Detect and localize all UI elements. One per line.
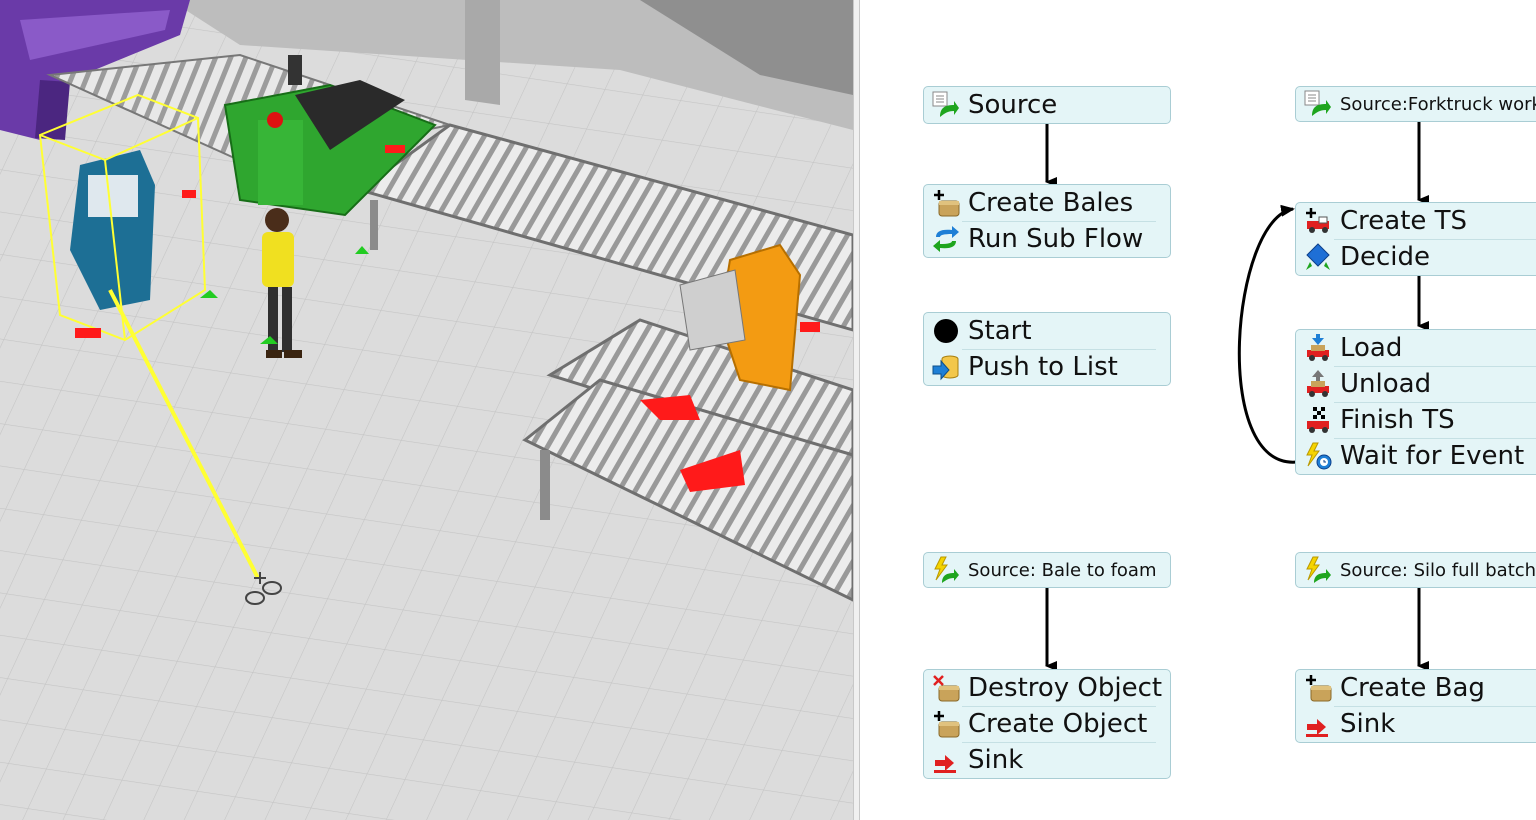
activity-label: Decide: [1340, 242, 1431, 272]
flow-block-create-ts[interactable]: Create TS Decide: [1295, 202, 1536, 276]
unload-icon: [1304, 370, 1332, 398]
create-ts-icon: [1304, 207, 1332, 235]
sink-icon: [932, 746, 960, 774]
activity-label: Source: Bale to foam: [968, 559, 1157, 581]
activity-label: Create Object: [968, 709, 1148, 739]
robot-arm[interactable]: [679, 243, 802, 392]
create-object-icon: [932, 189, 960, 217]
activity-label: Start: [968, 316, 1032, 346]
activity-label: Source:Forktruck work: [1340, 93, 1536, 115]
roof-beam: [640, 0, 853, 95]
flow-block-source-forktruck-work[interactable]: Source:Forktruck work: [1295, 86, 1536, 122]
activity-source-silo-full-batch[interactable]: Source: Silo full batch: [1296, 553, 1536, 587]
activity-sink[interactable]: Sink: [1296, 706, 1536, 742]
event-source-icon: [1304, 556, 1332, 584]
activity-source[interactable]: Source: [924, 87, 1170, 123]
3d-scene[interactable]: [0, 0, 853, 820]
activity-run-sub-flow[interactable]: Run Sub Flow: [924, 221, 1170, 257]
sink-icon: [1304, 710, 1332, 738]
load-icon: [1304, 334, 1332, 362]
source-icon: [932, 91, 960, 119]
activity-label: Destroy Object: [968, 673, 1163, 703]
activity-load[interactable]: Load: [1296, 330, 1536, 366]
activity-label: Wait for Event: [1340, 441, 1525, 471]
3d-model-view[interactable]: [0, 0, 853, 820]
connection-line: [108, 289, 260, 579]
connector-wait-loop-to-create-ts: [1237, 204, 1298, 464]
activity-label: Unload: [1340, 369, 1432, 399]
source-icon: [1304, 90, 1332, 118]
activity-label: Sink: [968, 745, 1024, 775]
activity-source-bale-to-foam[interactable]: Source: Bale to foam: [924, 553, 1170, 587]
activity-label: Load: [1340, 333, 1403, 363]
create-object-icon: [932, 710, 960, 738]
activity-start[interactable]: Start: [924, 313, 1170, 349]
storage-rack[interactable]: [0, 0, 190, 140]
activity-push-to-list[interactable]: Push to List: [924, 349, 1170, 385]
flow-block-source-bale-to-foam[interactable]: Source: Bale to foam: [923, 552, 1171, 588]
activity-label: Run Sub Flow: [968, 224, 1144, 254]
wall: [170, 0, 853, 130]
activity-label: Source: Silo full batch: [1340, 559, 1536, 581]
wait-for-event-icon: [1304, 442, 1332, 470]
destroy-object-icon: [932, 674, 960, 702]
column: [465, 0, 500, 105]
conveyor-lower-2[interactable]: [522, 378, 853, 602]
activity-create-ts[interactable]: Create TS: [1296, 203, 1536, 239]
activity-source-forktruck-work[interactable]: Source:Forktruck work: [1296, 87, 1536, 121]
activity-decide[interactable]: Decide: [1296, 239, 1536, 275]
pane-splitter[interactable]: [853, 0, 860, 820]
activity-label: Push to List: [968, 352, 1118, 382]
activity-label: Sink: [1340, 709, 1396, 739]
create-object-icon: [1304, 674, 1332, 702]
connectors: [1045, 122, 1429, 671]
activity-label: Source: [968, 90, 1058, 120]
activity-create-bag[interactable]: Create Bag: [1296, 670, 1536, 706]
finish-ts-icon: [1304, 406, 1332, 434]
activity-create-bales[interactable]: Create Bales: [924, 185, 1170, 221]
flow-block-source[interactable]: Source: [923, 86, 1171, 124]
activity-label: Create Bag: [1340, 673, 1485, 703]
activity-label: Create Bales: [968, 188, 1134, 218]
activity-create-object[interactable]: Create Object: [924, 706, 1170, 742]
run-sub-flow-icon: [932, 225, 960, 253]
activity-wait-for-event[interactable]: Wait for Event: [1296, 438, 1536, 474]
activity-destroy-object[interactable]: Destroy Object: [924, 670, 1170, 706]
activity-finish-ts[interactable]: Finish TS: [1296, 402, 1536, 438]
activity-label: Finish TS: [1340, 405, 1455, 435]
event-source-icon: [932, 556, 960, 584]
port-markers: [75, 145, 820, 492]
green-machine[interactable]: [223, 55, 437, 217]
activity-label: Create TS: [1340, 206, 1468, 236]
activity-unload[interactable]: Unload: [1296, 366, 1536, 402]
flow-block-source-silo-full-batch[interactable]: Source: Silo full batch: [1295, 552, 1536, 588]
start-icon: [932, 317, 960, 345]
decide-icon: [1304, 243, 1332, 271]
activity-sink[interactable]: Sink: [924, 742, 1170, 778]
operator-figure[interactable]: [262, 208, 302, 358]
push-to-list-icon: [932, 353, 960, 381]
link-cursor-icon: [245, 572, 282, 605]
